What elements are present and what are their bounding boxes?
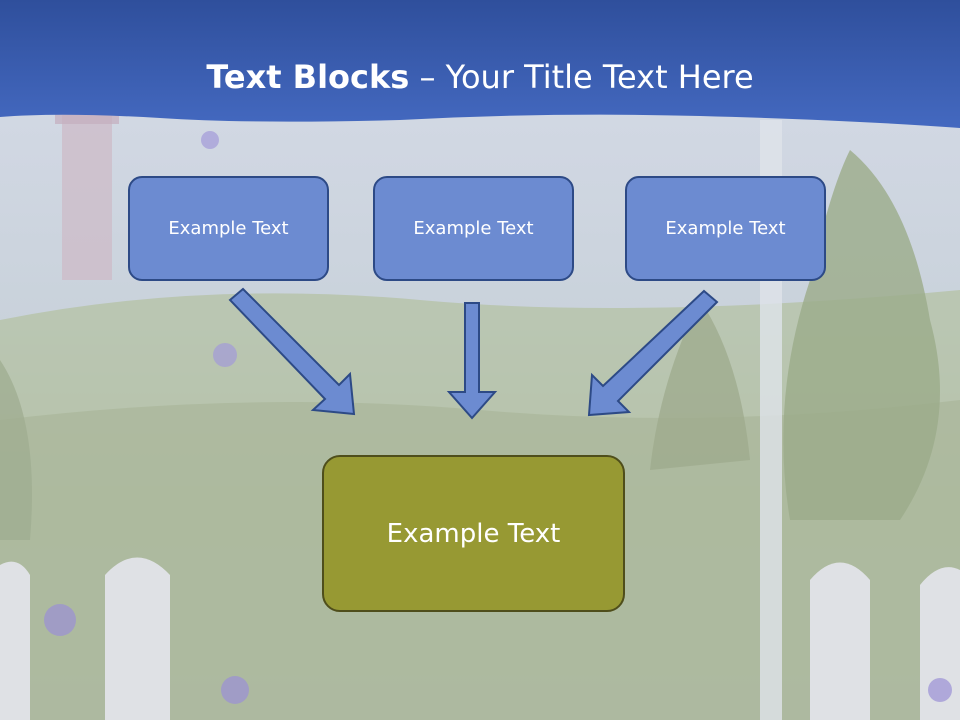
right-down-arrow: [587, 289, 719, 417]
text-block-center: Example Text: [373, 176, 574, 281]
text-block-left: Example Text: [128, 176, 329, 281]
header-band: [0, 0, 960, 128]
main-text-block: Example Text: [322, 455, 625, 612]
center-down-arrow: [446, 302, 498, 420]
text-block-right: Example Text: [625, 176, 826, 281]
slide-title: Text Blocks – Your Title Text Here: [0, 52, 960, 102]
title-bold: Text Blocks: [206, 58, 410, 96]
left-down-arrow: [228, 287, 356, 416]
title-rest: – Your Title Text Here: [409, 58, 754, 96]
